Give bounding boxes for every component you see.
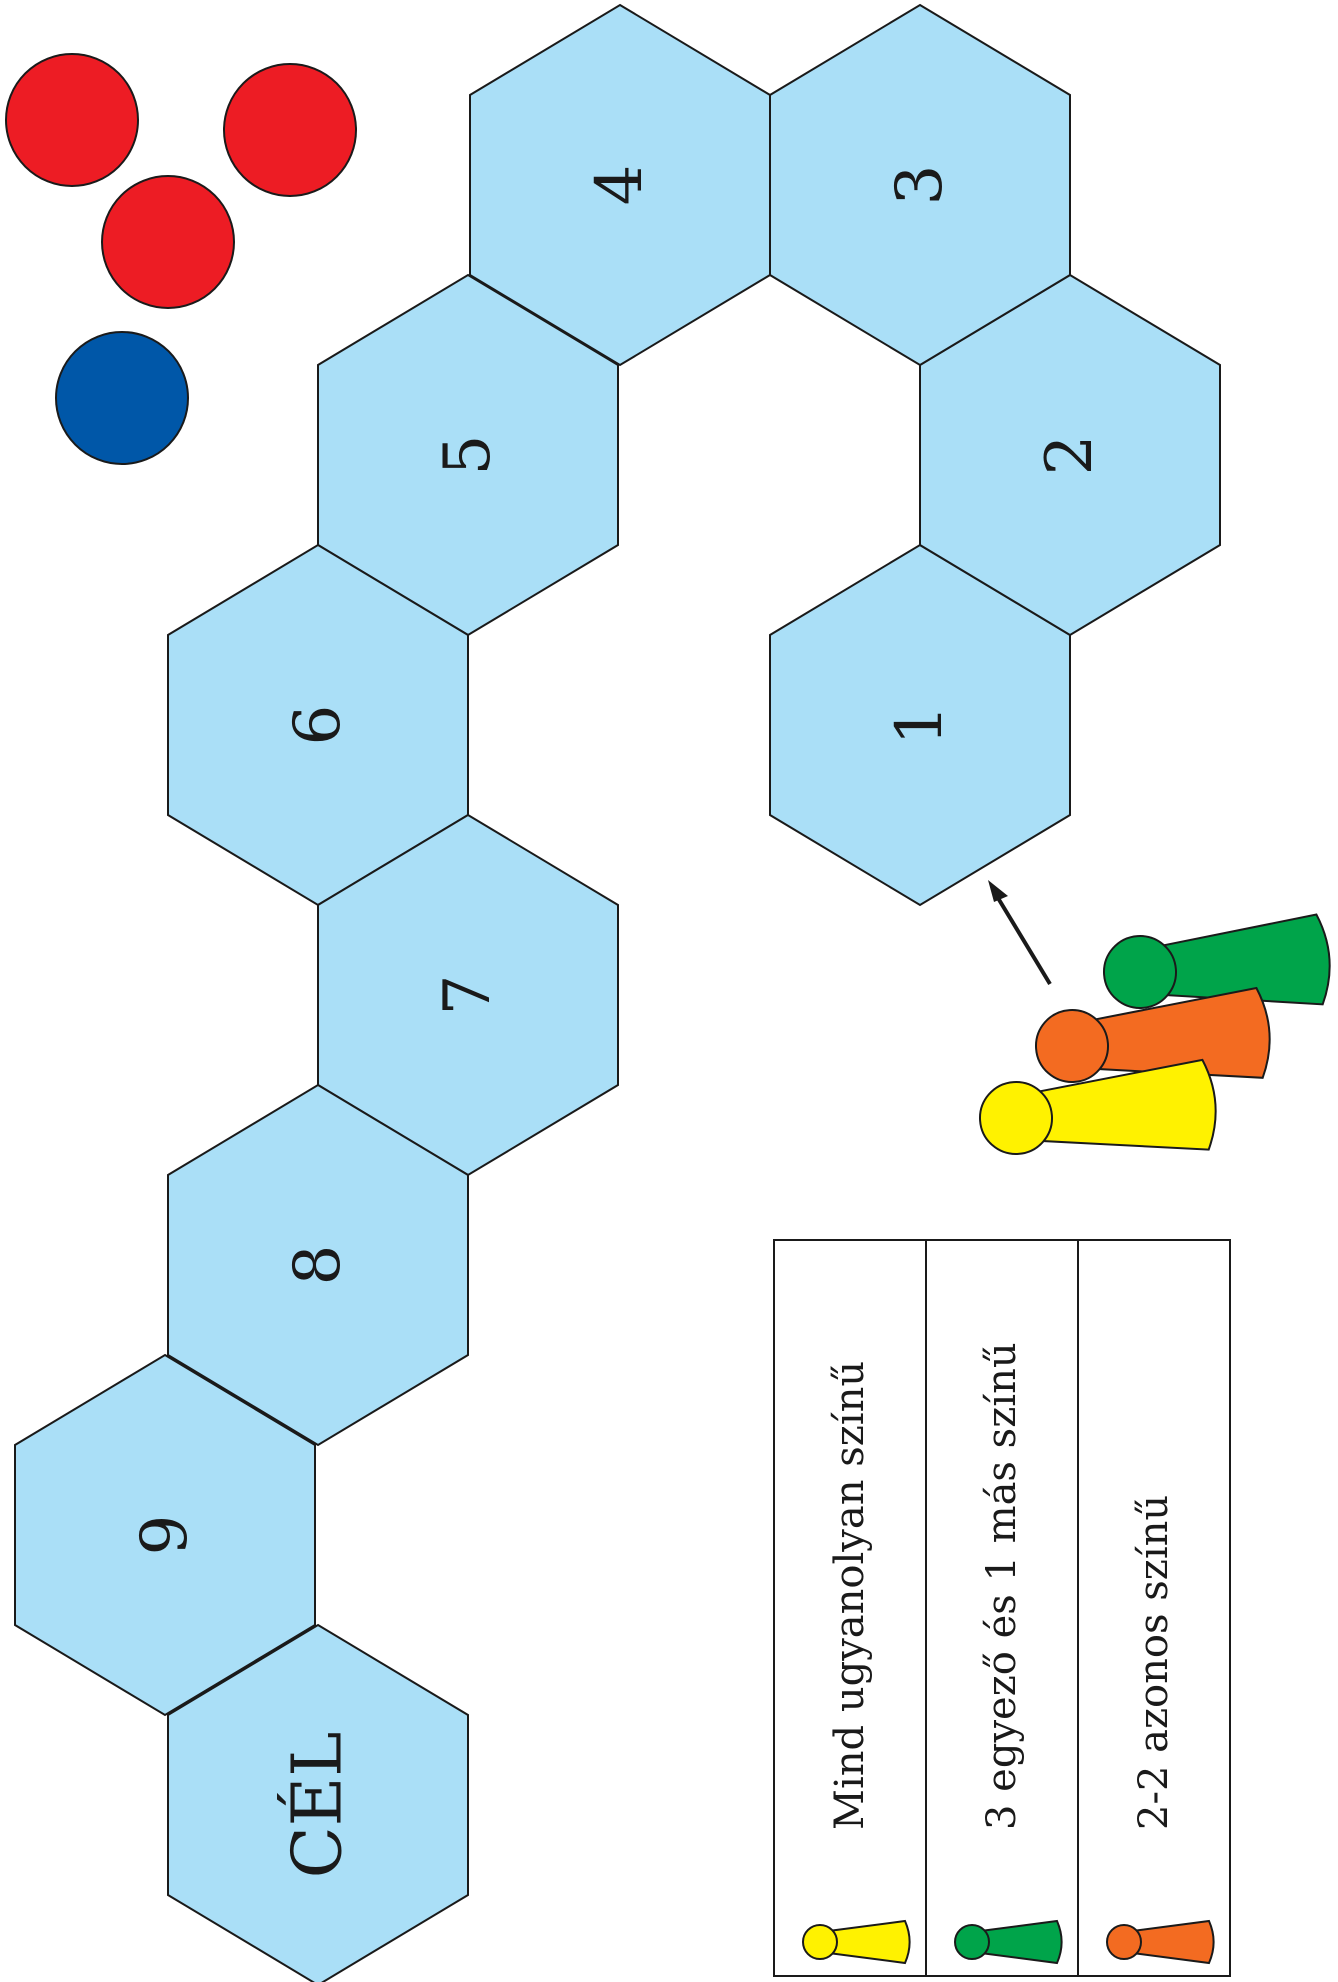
yellow-pawn-icon [802,1919,911,1965]
rule-text: 3 egyező és 1 más színű [979,1342,1025,1830]
start-arrow-head [988,880,1008,902]
hex-cell-shape [14,1353,316,1717]
start-arrow-line [996,896,1052,986]
cell-number-label: 3 [883,165,957,206]
pawn-body [1087,986,1271,1079]
cell-number-label: 6 [281,705,355,746]
hex-cell-shape [167,1623,469,1982]
rule-row-3: 2-2 azonos színű [1077,1240,1215,1976]
rules-table-frame [773,1239,1231,1977]
rule-text: Mind ugyanolyan színű [827,1361,873,1830]
cell-number-label: 2 [1033,435,1107,476]
yellow-pawn [979,1058,1217,1155]
board-cell-2: 2 [919,273,1221,637]
cell-number-label: 1 [883,705,957,746]
board-cell-7: 7 [317,813,619,1177]
board-cell-8: 8 [167,1083,469,1447]
rule-row-1: Mind ugyanolyan színű [802,1361,911,1965]
cell-number-label: 9 [128,1515,202,1556]
green-pawn-icon [954,1919,1063,1965]
hex-cell-shape [167,1083,469,1447]
pawn-body [979,1919,1063,1965]
cell-number-label: 7 [431,975,505,1016]
board-cell-1: 1 [769,543,1071,907]
pawn-body [827,1919,911,1965]
red-ball [223,63,357,197]
rules-table: Mind ugyanolyan színű 3 egyező és 1 más s… [773,1239,1231,1977]
orange-pawn [1035,986,1271,1083]
board-cell-10: CÉL [167,1623,469,1982]
pawn-body [1031,1058,1217,1151]
cell-number-label: 5 [431,435,505,476]
pawn-head [979,1081,1053,1155]
pawn-head [1103,935,1177,1009]
green-pawn [1103,913,1331,1009]
goal-label: CÉL [278,1732,358,1879]
pawn-head [1035,1009,1109,1083]
red-ball [5,53,139,187]
pawn-body [1131,1919,1215,1965]
pawn-head [954,1924,990,1960]
red-ball [101,175,235,309]
board-cell-4: 4 [469,3,771,367]
rule-text: 2-2 azonos színű [1131,1495,1177,1830]
pawn-body [1155,913,1331,1006]
pawn-head [802,1924,838,1960]
cell-number-label: 8 [281,1245,355,1286]
board-cell-9: 9 [14,1353,316,1717]
cell-number-label: 4 [583,165,657,206]
balls-group [5,53,357,465]
pawn-head [1106,1924,1142,1960]
blue-ball [55,331,189,465]
pawns-group [979,913,1331,1155]
hex-cell-shape [469,3,771,367]
rule-row-2: 3 egyező és 1 más színű [925,1240,1063,1976]
orange-pawn-icon [1106,1919,1215,1965]
